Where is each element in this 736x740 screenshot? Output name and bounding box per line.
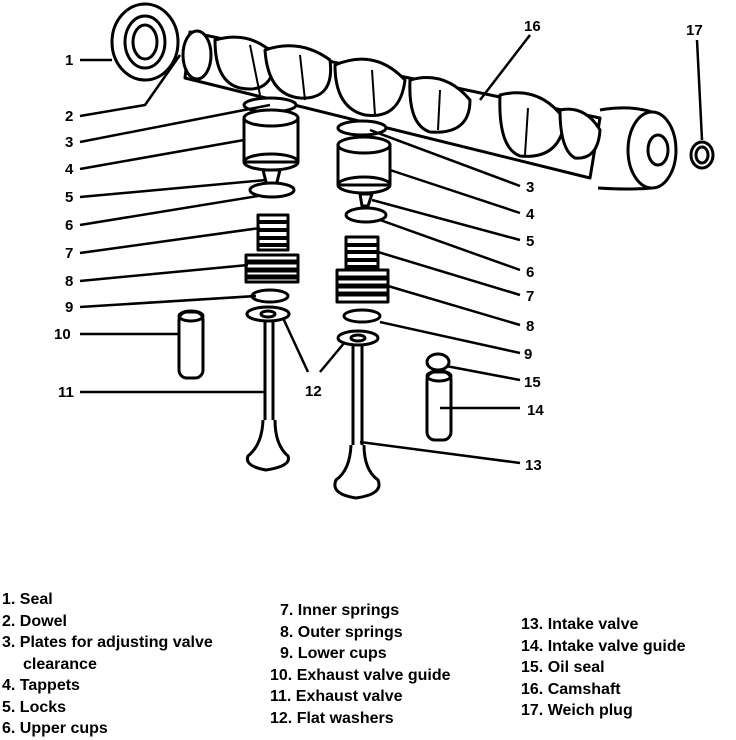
callout-12: 12 bbox=[305, 383, 322, 400]
callout-1: 1 bbox=[65, 52, 73, 69]
callout-14: 14 bbox=[527, 402, 544, 419]
callout-9-right: 9 bbox=[524, 346, 532, 363]
legend-item-dowel: 2. Dowel bbox=[2, 612, 67, 630]
legend-item-upper-cups: 6. Upper cups bbox=[2, 720, 108, 737]
leader-lines bbox=[79, 34, 704, 465]
legend-item-intake-valve-guide: 14. Intake valve guide bbox=[521, 637, 686, 655]
legend-item-tappets: 4. Tappets bbox=[2, 677, 80, 694]
legend-item-adjusting-plates: 3. Plates for adjusting valve bbox=[2, 634, 213, 651]
callout-9: 9 bbox=[65, 299, 73, 316]
right-valve-stack bbox=[333, 119, 392, 500]
callout-8-right: 8 bbox=[526, 318, 534, 335]
legend-item-seal: 1. Seal bbox=[2, 591, 53, 608]
exploded-valvetrain-diagram: 1 2 3 4 5 6 7 8 9 10 11 12 16 17 3 4 5 6… bbox=[54, 2, 715, 500]
callout-labels: 1 2 3 4 5 6 7 8 9 10 11 12 16 17 3 4 5 6… bbox=[54, 18, 703, 474]
legend-column-2: 7. Inner springs 8. Outer springs 9. Low… bbox=[270, 600, 451, 729]
callout-2: 2 bbox=[65, 108, 73, 125]
legend-item-locks: 5. Locks bbox=[2, 698, 67, 716]
callout-17: 17 bbox=[686, 22, 703, 39]
legend-item-intake-valve: 13. Intake valve bbox=[521, 616, 639, 633]
legend-item-outer-springs: 8. Outer springs bbox=[280, 623, 403, 641]
legend-item-flat-washers: 12. Flat washers bbox=[270, 709, 394, 727]
legend-column-1: 1. Seal 2. Dowel 3. Plates for adjusting… bbox=[2, 589, 213, 740]
seal bbox=[110, 2, 180, 82]
callout-7-right: 7 bbox=[526, 288, 534, 305]
callout-5-right: 5 bbox=[526, 233, 534, 250]
callout-8: 8 bbox=[65, 273, 73, 290]
callout-5: 5 bbox=[65, 189, 73, 206]
callout-16: 16 bbox=[524, 18, 541, 35]
legend-column-3: 13. Intake valve 14. Intake valve guide … bbox=[521, 614, 686, 722]
legend-item-camshaft: 16. Camshaft bbox=[521, 680, 621, 698]
legend-item-exhaust-valve-guide: 10. Exhaust valve guide bbox=[270, 666, 451, 684]
exhaust-valve-guide bbox=[177, 309, 205, 380]
legend-item-inner-springs: 7. Inner springs bbox=[280, 602, 400, 619]
legend-item-adjusting-plates-cont: clearance bbox=[23, 655, 97, 673]
intake-valve-guide bbox=[425, 352, 453, 442]
legend-item-lower-cups: 9. Lower cups bbox=[280, 645, 387, 662]
legend-item-oil-seal: 15. Oil seal bbox=[521, 659, 605, 676]
callout-4-right: 4 bbox=[526, 206, 535, 223]
legend-item-weich-plug: 17. Weich plug bbox=[521, 702, 633, 719]
callout-6-right: 6 bbox=[526, 264, 534, 281]
left-valve-stack bbox=[242, 96, 300, 472]
legend-item-exhaust-valve: 11. Exhaust valve bbox=[270, 688, 403, 705]
callout-7: 7 bbox=[65, 245, 73, 262]
callout-11: 11 bbox=[58, 384, 74, 401]
callout-13: 13 bbox=[525, 457, 542, 474]
callout-3-right: 3 bbox=[526, 179, 534, 196]
camshaft bbox=[181, 29, 678, 191]
weich-plug bbox=[689, 140, 715, 170]
callout-4: 4 bbox=[65, 161, 74, 178]
callout-3: 3 bbox=[65, 134, 73, 151]
callout-6: 6 bbox=[65, 217, 73, 234]
callout-10: 10 bbox=[54, 326, 71, 343]
callout-15: 15 bbox=[524, 374, 541, 391]
